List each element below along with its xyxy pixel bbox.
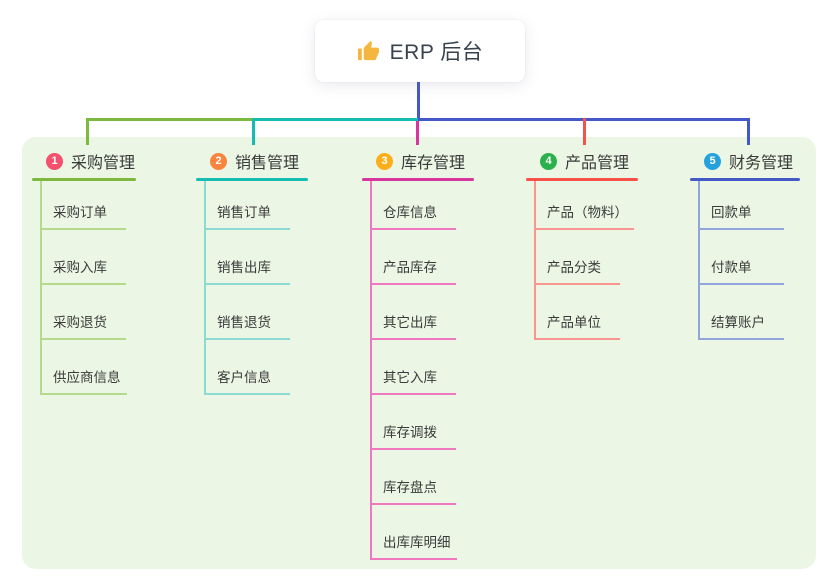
node-supplier-info[interactable]: 供应商信息 <box>40 369 127 395</box>
node-receipt-order[interactable]: 回款单 <box>698 204 784 230</box>
branch-underline <box>526 178 638 181</box>
badge-5-icon: 5 <box>704 152 721 170</box>
connector-drop-inventory <box>416 121 419 145</box>
branch-title-inventory-management[interactable]: 3 库存管理 <box>376 149 465 173</box>
node-other-outbound[interactable]: 其它出库 <box>370 314 456 340</box>
branch-title-purchase-management[interactable]: 1 采购管理 <box>46 149 135 173</box>
branches-panel <box>22 137 816 569</box>
connector-rail-teal <box>252 118 419 121</box>
node-product-unit[interactable]: 产品单位 <box>534 314 620 340</box>
branch-title-sales-management[interactable]: 2 销售管理 <box>210 149 299 173</box>
badge-1-icon: 1 <box>46 152 63 170</box>
node-warehouse-info[interactable]: 仓库信息 <box>370 204 456 230</box>
thumbs-up-icon <box>357 40 379 60</box>
branch-title-label: 采购管理 <box>71 155 136 172</box>
branch-underline <box>32 178 136 181</box>
node-sales-outbound[interactable]: 销售出库 <box>204 259 290 285</box>
node-payment-order[interactable]: 付款单 <box>698 259 784 285</box>
badge-3-icon: 3 <box>376 152 393 170</box>
branch-connector-line <box>370 181 372 560</box>
branch-title-label: 产品管理 <box>565 155 630 172</box>
node-product-material[interactable]: 产品（物料） <box>534 204 634 230</box>
branch-title-label: 库存管理 <box>401 155 466 172</box>
branch-connector-line <box>204 181 206 395</box>
node-stock-transfer[interactable]: 库存调拨 <box>370 424 456 450</box>
branch-connector-line <box>698 181 700 340</box>
node-product-category[interactable]: 产品分类 <box>534 259 620 285</box>
connector-drop-purchase <box>86 118 89 145</box>
branch-connector-line <box>534 181 536 340</box>
branch-underline <box>362 178 474 181</box>
node-purchase-inbound[interactable]: 采购入库 <box>40 259 126 285</box>
connector-root-stem <box>417 80 420 120</box>
node-product-stock[interactable]: 产品库存 <box>370 259 456 285</box>
node-stock-check[interactable]: 库存盘点 <box>370 479 456 505</box>
node-purchase-order[interactable]: 采购订单 <box>40 204 126 230</box>
node-customer-info[interactable]: 客户信息 <box>204 369 290 395</box>
branch-title-finance-management[interactable]: 5 财务管理 <box>704 149 793 173</box>
branch-connector-line <box>40 181 42 395</box>
branch-underline <box>690 178 800 181</box>
badge-4-icon: 4 <box>540 152 557 170</box>
node-purchase-return[interactable]: 采购退货 <box>40 314 126 340</box>
branch-title-product-management[interactable]: 4 产品管理 <box>540 149 629 173</box>
root-node[interactable]: ERP 后台 <box>315 20 525 82</box>
node-sales-return[interactable]: 销售退货 <box>204 314 290 340</box>
root-title: ERP 后台 <box>389 41 484 64</box>
connector-drop-product <box>583 118 586 145</box>
connector-drop-sales <box>252 118 255 145</box>
node-sales-order[interactable]: 销售订单 <box>204 204 290 230</box>
branch-underline <box>196 178 308 181</box>
badge-2-icon: 2 <box>210 152 227 170</box>
branch-title-label: 销售管理 <box>235 155 300 172</box>
connector-rail-green <box>86 118 254 121</box>
node-outbound-detail[interactable]: 出库库明细 <box>370 534 457 560</box>
node-other-inbound[interactable]: 其它入库 <box>370 369 456 395</box>
node-settlement-account[interactable]: 结算账户 <box>698 314 784 340</box>
branch-title-label: 财务管理 <box>729 155 794 172</box>
connector-drop-finance <box>747 118 750 145</box>
